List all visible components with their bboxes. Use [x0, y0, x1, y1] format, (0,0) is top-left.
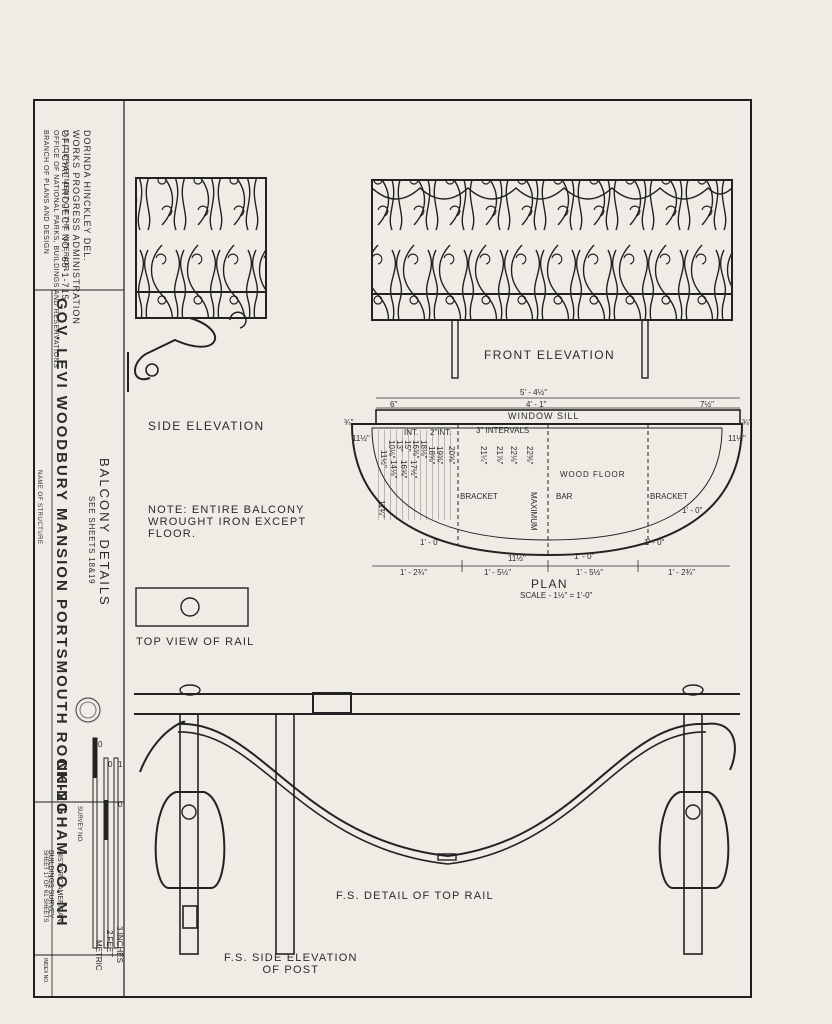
plan-window-sill: WINDOW SILL [508, 411, 580, 421]
plan-dim-1-0: 1' - 0" [420, 538, 441, 547]
plan-maximum: MAXIMUM [529, 492, 538, 531]
plan-dim-left-side: ¾" [344, 418, 354, 427]
agency-line: BRANCH OF PLANS AND DESIGN [42, 130, 49, 255]
plan-rib-dim: 11½" [379, 450, 388, 468]
scale-tick: 0 [118, 800, 123, 809]
front-elevation-label: FRONT ELEVATION [484, 348, 616, 362]
plan-int-1: INT. [404, 428, 419, 437]
scale-bars [92, 737, 119, 949]
plan-rib-dim: 21¼" [479, 446, 488, 465]
index-no: INDEX NO. [42, 958, 48, 984]
side-elev-post-line: OF POST [262, 964, 320, 976]
scale-tick: 0 [98, 740, 103, 749]
sheet-border [33, 99, 752, 998]
plan-rib-dim: 16⅝" [399, 460, 408, 479]
top-view-rail-label: TOP VIEW OF RAIL [136, 636, 255, 648]
front-elevation-drawing [371, 179, 733, 379]
plan-dim-left-11: 11½" [352, 434, 370, 443]
plan-bar: BAR [556, 492, 573, 501]
plan-rib-dim: 20⅝" [447, 446, 456, 465]
side-elev-post-line: F.S. SIDE ELEVATION [224, 952, 358, 964]
survey-name-block: HISTORIC AMERICAN BUILDINGS SURVEY [46, 850, 64, 922]
plan-bottom-dim: 1' - 2¾" [668, 568, 696, 577]
plan-drawing [350, 397, 744, 572]
plan-dim-overall: 5' - 4½" [520, 388, 548, 397]
note-block: NOTE: ENTIRE BALCONY WROUGHT IRON EXCEPT… [148, 504, 306, 540]
plan-rib-dim: 14⅛" [389, 460, 398, 479]
scale-imperial-label: 3 INCHES [115, 926, 124, 963]
survey-seal [75, 697, 101, 723]
scale-tick: 1 [118, 760, 123, 769]
survey-caption: SURVEY NO. [76, 806, 82, 843]
note-line: WROUGHT IRON EXCEPT [148, 516, 307, 528]
structure-caption: NAME OF STRUCTURE [36, 470, 42, 545]
credit-line: DORINDA HINCKLEY DEL. [82, 130, 92, 262]
scale-feet-label: 2 FEET [105, 930, 114, 958]
plan-dim-1-0: 1' - 0" [644, 538, 665, 547]
plan-dim-left-top: 6" [390, 400, 398, 409]
plan-dim-inner: 4' - 1" [526, 400, 547, 409]
sheet-title: BALCONY DETAILS [97, 458, 112, 607]
scale-metric-label: METRIC [94, 940, 103, 971]
plan-int-2: 2"INT. [430, 428, 452, 437]
plan-wood-floor: WOOD FLOOR [560, 470, 626, 479]
plan-label: PLAN [531, 577, 568, 591]
plan-bottom-dim: 1' - 5½" [484, 568, 512, 577]
plan-rib-dim: 22⅛" [509, 446, 518, 465]
plan-bracket-right: BRACKET [650, 492, 688, 501]
plan-dim-1-0: 1' - 0" [682, 506, 703, 515]
note-line: NOTE: ENTIRE BALCONY [148, 504, 305, 516]
see-sheets: SEE SHEETS 18&19 [87, 496, 96, 585]
plan-dim-11-3-4: 11¾" [377, 500, 386, 518]
side-elevation-label: SIDE ELEVATION [148, 419, 265, 433]
credit-line: WORKS PROGRESS ADMINISTRATION [71, 130, 81, 325]
plan-bottom-dim: 1' - 5½" [576, 568, 604, 577]
plan-rib-dim: 21⅞" [495, 446, 504, 465]
plan-dim-right-side: ¾" [742, 418, 752, 427]
plan-rib-dim: 17½" [409, 460, 418, 479]
plan-dim-11-bottom: 11½" [508, 554, 526, 563]
scale-tick: 0 [108, 760, 113, 769]
detail-top-rail-label: F.S. DETAIL OF TOP RAIL [336, 890, 494, 902]
top-view-rail-drawing [135, 587, 249, 627]
plan-bracket-left: BRACKET [460, 492, 498, 501]
plan-dim-right-top: 7½" [700, 400, 714, 409]
note-line: FLOOR. [148, 528, 197, 540]
survey-number: NH-20 [53, 760, 70, 814]
structure-name: GOV. LEVI WOODBURY MANSION PORTSMOUTH RO… [53, 298, 70, 928]
side-elev-post-label: F.S. SIDE ELEVATION OF POST [224, 952, 358, 976]
plan-rib-dim: 22⅜" [525, 446, 534, 465]
sheet-info: SHEET 17 OF 61 SHEETS [42, 850, 48, 923]
plan-rib-dim: 19⅜" [435, 446, 444, 465]
plan-dim-right-11: 11½" [728, 434, 746, 443]
plan-intervals: 3" INTERVALS [476, 426, 530, 435]
plan-bottom-dim: 1' - 2¾" [400, 568, 428, 577]
side-elevation-drawing [127, 177, 267, 392]
plan-dim-1-0: 1' - 0" [574, 552, 595, 561]
top-rail-detail-drawing [134, 684, 740, 955]
survey-name-line: HISTORIC AMERICAN [56, 850, 63, 922]
plan-scale: SCALE - 1½" = 1'-0" [520, 591, 593, 600]
